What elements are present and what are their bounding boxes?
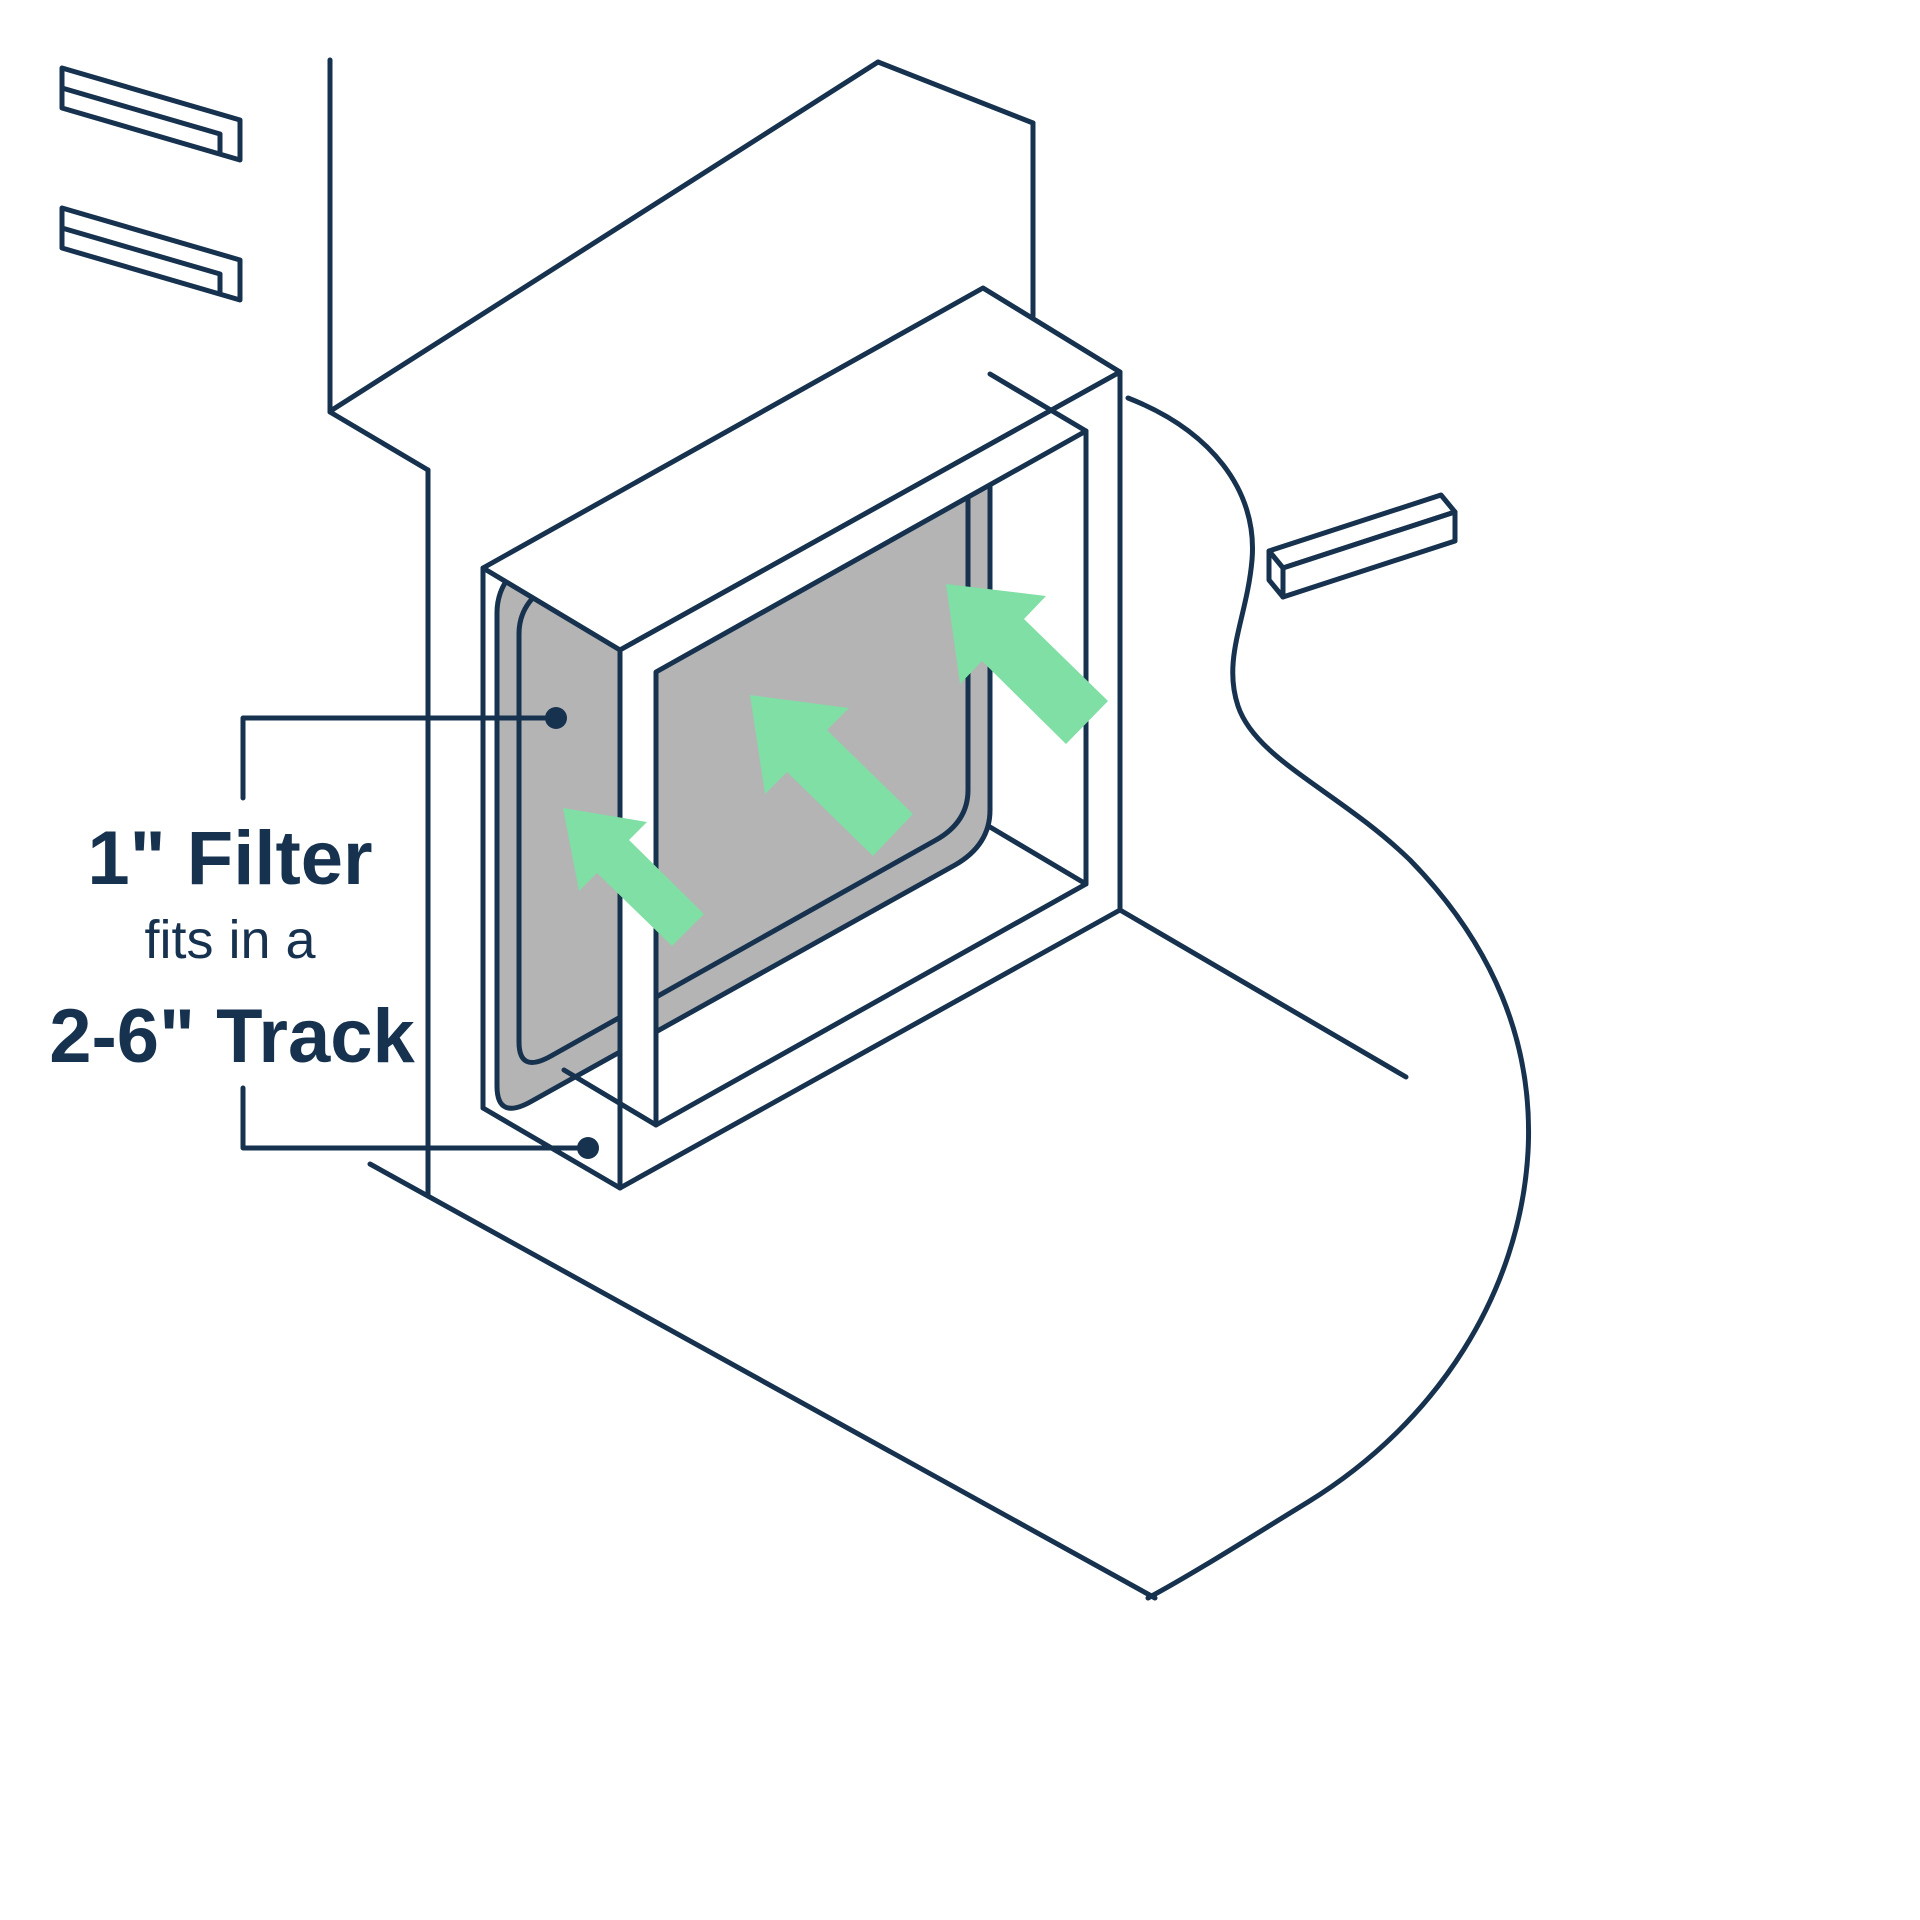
bracket-front-face	[1280, 509, 1458, 600]
duct-curve	[1125, 395, 1532, 1601]
track-size-label: 2-6" Track	[49, 994, 415, 1079]
airflow-arrows	[563, 584, 1108, 946]
plenum-diagonal-edge	[329, 59, 881, 413]
track-depth-edge-top-right	[987, 371, 1089, 434]
louver-slat-icon	[59, 65, 243, 163]
track-depth-edge-bottom-right	[987, 824, 1089, 887]
louver-slat-fold	[59, 225, 223, 295]
fit-text-label: fits in a	[144, 910, 316, 970]
airflow-arrow-icon	[563, 808, 704, 946]
leader-dot-track	[577, 1137, 599, 1159]
airflow-arrow-icon	[750, 695, 913, 856]
label-block: 1" Filter fits in a 2-6" Track	[49, 816, 415, 1079]
track-depth-edge-bottom-left	[561, 1067, 659, 1128]
leader-line-filter	[240, 715, 559, 801]
filter-size-label: 1" Filter	[87, 816, 372, 901]
floor-line	[367, 1161, 1158, 1601]
mounting-bracket	[1266, 492, 1458, 600]
louver-slat-fold	[59, 85, 223, 155]
filter-track	[480, 285, 1123, 1191]
cabinet-corner-edge	[327, 409, 431, 473]
leader-line-track	[240, 1085, 591, 1151]
duct-base-edge	[1117, 907, 1409, 1080]
louver-slat-icon	[59, 205, 243, 303]
airflow-arrow-icon	[946, 584, 1108, 744]
callouts	[240, 707, 599, 1159]
furnace-cabinet	[59, 57, 1409, 1601]
plenum-top-edge	[875, 59, 1036, 126]
leader-dot-filter	[545, 707, 567, 729]
